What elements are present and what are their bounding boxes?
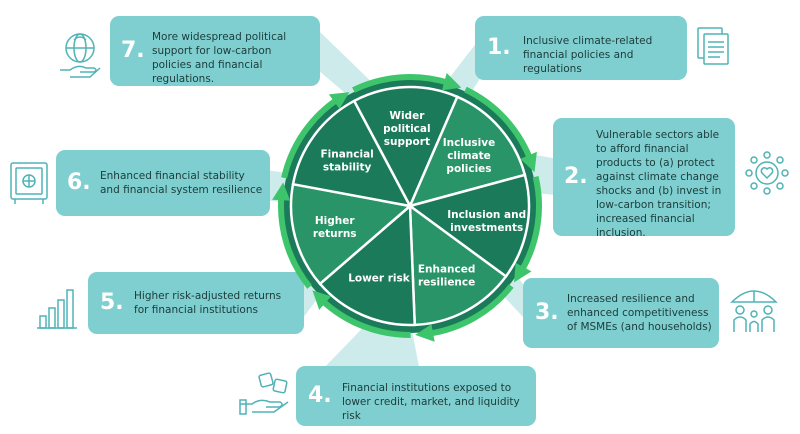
- cycle-arrow-head: [272, 182, 291, 201]
- cycle-arrow-head: [513, 262, 532, 283]
- cycle-arrow-head: [415, 324, 435, 342]
- bar-chart-icon: [37, 289, 77, 329]
- cycle-arrow: [319, 297, 411, 338]
- cycle-arrow-head: [520, 151, 537, 173]
- callout-6: 6. Enhanced financial stability and fina…: [56, 150, 270, 216]
- callout-text: Vulnerable sectors able to afford financ…: [596, 129, 722, 239]
- cycle-arrow-head: [312, 290, 332, 310]
- callout-text: Financial institutions exposed to lower …: [342, 382, 520, 422]
- callout-5: 5. Higher risk-adjusted returns for fina…: [88, 272, 304, 334]
- callout-number: 1.: [487, 35, 511, 60]
- cycle-arrow-head: [441, 72, 462, 91]
- cycle-arrow: [352, 74, 450, 93]
- wheel-segment: [352, 85, 459, 209]
- cycle-arrow: [428, 284, 514, 337]
- wheel-segment: [407, 95, 527, 208]
- wheel-segment-label: Lower risk: [348, 273, 411, 285]
- cycle-arrow: [518, 175, 542, 273]
- cycle-arrow: [464, 86, 534, 161]
- cycle-arrow: [278, 195, 312, 289]
- wheel-segment: [291, 99, 413, 208]
- safe-icon: [10, 162, 48, 204]
- cycle-arrow: [281, 96, 340, 179]
- wheel-segment: [407, 173, 531, 279]
- callout-text: Higher risk-adjusted returns for financi…: [134, 290, 282, 316]
- callout-3: 3. Increased resilience and enhanced com…: [523, 278, 719, 348]
- callout-number: 2.: [564, 164, 588, 189]
- callout-2: 2. Vulnerable sectors able to afford fin…: [553, 118, 735, 239]
- wheel-segment: [318, 203, 417, 327]
- callout-number: 7.: [121, 38, 145, 63]
- family-umbrella-icon: [730, 290, 778, 332]
- wheel-segment: [289, 182, 413, 286]
- document-stack-icon: [697, 27, 729, 65]
- callout-7: 7. More widespread political support for…: [110, 16, 320, 86]
- callout-4: 4. Financial institutions exposed to low…: [296, 366, 536, 426]
- callout-text: Enhanced financial stability and financi…: [100, 170, 263, 196]
- heart-network-icon: [745, 151, 789, 195]
- hand-dice-icon: [239, 372, 289, 415]
- callout-number: 3.: [535, 300, 559, 325]
- globe-hand-icon: [60, 33, 101, 78]
- callout-1: 1. Inclusive climate-related financial p…: [475, 16, 687, 80]
- callout-text: Increased resilience and enhanced compet…: [567, 293, 712, 333]
- callout-number: 6.: [67, 170, 91, 195]
- callout-number: 5.: [100, 290, 124, 315]
- callout-number: 4.: [308, 383, 332, 408]
- callout-text: Inclusive climate-related financial poli…: [523, 35, 653, 75]
- callout-text: More widespread political support for lo…: [152, 31, 287, 85]
- wheel-segment: [408, 203, 508, 327]
- cycle-arrow-head: [328, 92, 350, 109]
